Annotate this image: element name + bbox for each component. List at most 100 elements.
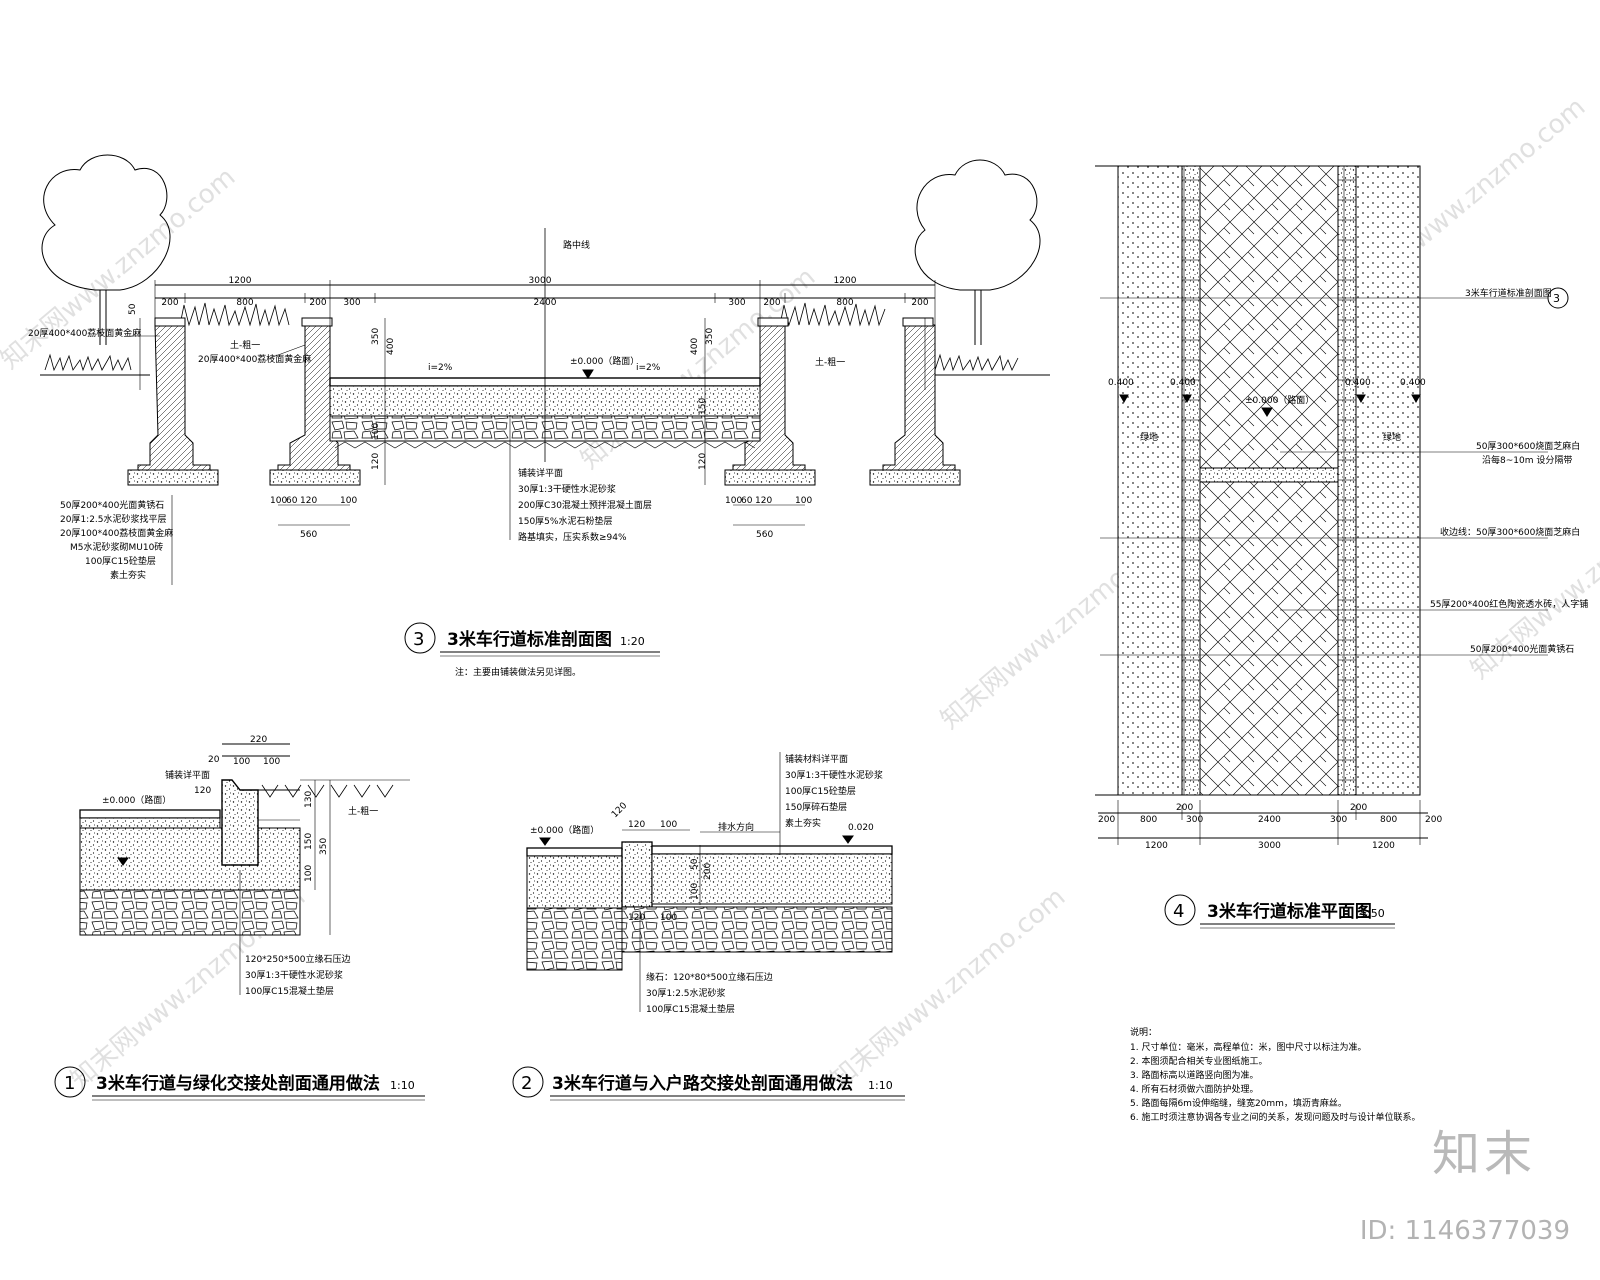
plan-dim-total: 1200 [1145, 841, 1168, 851]
d1-dim: 150 [304, 833, 314, 850]
vdim: 100 [371, 423, 381, 440]
tree-right [914, 159, 1041, 345]
base-dim: 560 [300, 530, 317, 540]
edge-label: 20厚100*400荔枝面黄金麻 [60, 527, 173, 539]
dim-total: 3000 [529, 276, 552, 286]
center-line-label: 路中线 [563, 239, 590, 251]
detail1-marker-number: 1 [64, 1073, 75, 1094]
d2-label: 30厚1:2.5水泥砂浆 [646, 987, 726, 999]
vdim: 350 [371, 328, 381, 345]
d2-label: 100厚C15混凝土垫层 [646, 1003, 735, 1015]
section3-text: 3000 1200 1200 200 800 200 300 2400 300 … [28, 239, 929, 678]
section3-scale: 1:20 [620, 635, 645, 648]
note-line: 6. 施工时须注意协调各专业之间的关系，发现问题及时与设计单位联系。 [1130, 1111, 1420, 1123]
base-dim: 100 [795, 496, 812, 506]
base-dim: 60 [741, 496, 753, 506]
d2-top-label: 150厚碎石垫层 [785, 801, 847, 813]
dim: 200 [161, 298, 178, 308]
d2-top-label: 100厚C15砼垫层 [785, 785, 856, 797]
plan-level: 0.400 [1108, 378, 1134, 388]
edge-label: 20厚1:2.5水泥砂浆找平层 [60, 513, 167, 525]
base-dim: 100 [270, 496, 287, 506]
d2-level-left: ±0.000（路面） [530, 824, 599, 836]
d2-top-label: 30厚1:3干硬性水泥砂浆 [785, 769, 883, 781]
plan-dim: 2400 [1258, 815, 1281, 825]
dim-left-green: 1200 [229, 276, 252, 286]
dim: 300 [728, 298, 745, 308]
d1-fill-label: 土-粗一 [348, 805, 378, 817]
base-dim: 120 [300, 496, 317, 506]
dim-right-green: 1200 [834, 276, 857, 286]
d2-drain-label: 排水方向 [718, 821, 754, 833]
d1-dim: 130 [304, 791, 314, 808]
plan-green-left: 绿地 [1140, 431, 1158, 443]
detail1-drawing [54, 743, 425, 1101]
edge-label: M5水泥砂浆砌MU10砖 [70, 541, 163, 553]
section4-marker-number: 4 [1173, 901, 1184, 922]
detail1-title: 3米车行道与绿化交接处剖面通用做法 [96, 1073, 380, 1094]
d1-dim: 220 [250, 735, 267, 745]
plan-level: 0.400 [1345, 378, 1371, 388]
d2-dim: 120 [628, 820, 645, 830]
base-dim: 100 [725, 496, 742, 506]
vdim: 400 [690, 338, 700, 355]
plan-ref-label: 3米车行道标准剖面图 [1465, 287, 1552, 299]
plan-dim: 200 [1425, 815, 1442, 825]
detail2-scale: 1:10 [868, 1079, 893, 1092]
d1-label: 100厚C15混凝土垫层 [245, 985, 334, 997]
detail2-title: 3米车行道与入户路交接处剖面通用做法 [552, 1073, 853, 1094]
plan-callout: 50厚300*600烧面芝麻白 [1476, 440, 1580, 452]
d1-paving-label: 铺装详平面 [165, 769, 210, 781]
notes-title: 说明： [1130, 1026, 1157, 1038]
d1-dim: 350 [319, 838, 329, 855]
plan-callout: 55厚200*400红色陶瓷透水砖，人字铺 [1430, 598, 1588, 610]
section4-drawing [1095, 165, 1569, 929]
brand-logo: 知末 [1431, 1126, 1536, 1182]
plan-dim-total: 3000 [1258, 841, 1281, 851]
d2-dim: 50 [690, 858, 700, 870]
top-label-left: 20厚400*400荔枝面黄金麻 [28, 327, 141, 339]
vdim: 150 [698, 398, 708, 415]
base-dim: 120 [755, 496, 772, 506]
section3-note: 注：主要由铺装做法另见详图。 [455, 666, 581, 678]
plan-level: 0.400 [1170, 378, 1196, 388]
note-line: 2. 本图须配合相关专业图纸施工。 [1130, 1055, 1267, 1067]
base-dim: 560 [756, 530, 773, 540]
d1-label: 30厚1:3干硬性水泥砂浆 [245, 969, 343, 981]
detail2-drawing [512, 752, 905, 1101]
plan-dim: 200 [1176, 803, 1193, 813]
vdim: 400 [386, 338, 396, 355]
note-line: 4. 所有石材须做六面防护处理。 [1130, 1083, 1258, 1095]
fill-label: 土-粗一 [230, 339, 260, 351]
plan-green-right: 绿地 [1383, 431, 1401, 443]
d1-level-label: ±0.000（路面） [102, 794, 171, 806]
plan-callout: 收边线：50厚300*600烧面芝麻白 [1440, 526, 1580, 538]
d2-top-label: 铺装材料详平面 [785, 753, 848, 765]
dim: 800 [836, 298, 853, 308]
d2-label: 缘石：120*80*500立缘石压边 [646, 971, 773, 983]
plan-callout: 沿每8~10m 设分隔带 [1482, 454, 1572, 466]
section3-marker-number: 3 [413, 629, 424, 650]
level-label: ±0.000（路面） [570, 355, 639, 367]
fill-label: 土-粗一 [815, 356, 845, 368]
d2-dim: 100 [660, 820, 677, 830]
watermark: 知末网www.znzmo.com [0, 162, 241, 375]
dim: 300 [343, 298, 360, 308]
image-id: ID: 1146377039 [1359, 1216, 1570, 1246]
plan-dim-total: 1200 [1372, 841, 1395, 851]
dim: 800 [236, 298, 253, 308]
vdim: 350 [705, 328, 715, 345]
detail1-text: 铺装详平面 ±0.000（路面） 土-粗一 220 20 100 100 120… [64, 735, 415, 1094]
edge-label: 100厚C15砼垫层 [85, 555, 156, 567]
base-dim: 100 [340, 496, 357, 506]
dim: 200 [309, 298, 326, 308]
d1-dim: 100 [233, 757, 250, 767]
edge-label: 50厚200*400光面黄锈石 [60, 499, 164, 511]
road-label: 200厚C30混凝土预拌混凝土面层 [518, 499, 652, 511]
d2-dim: 120 [610, 801, 629, 820]
road-label: 铺装详平面 [518, 467, 563, 479]
section3-title: 3米车行道标准剖面图 [447, 629, 612, 650]
vdim: 120 [371, 453, 381, 470]
road-label: 路基填实，压实系数≥94% [518, 531, 627, 543]
